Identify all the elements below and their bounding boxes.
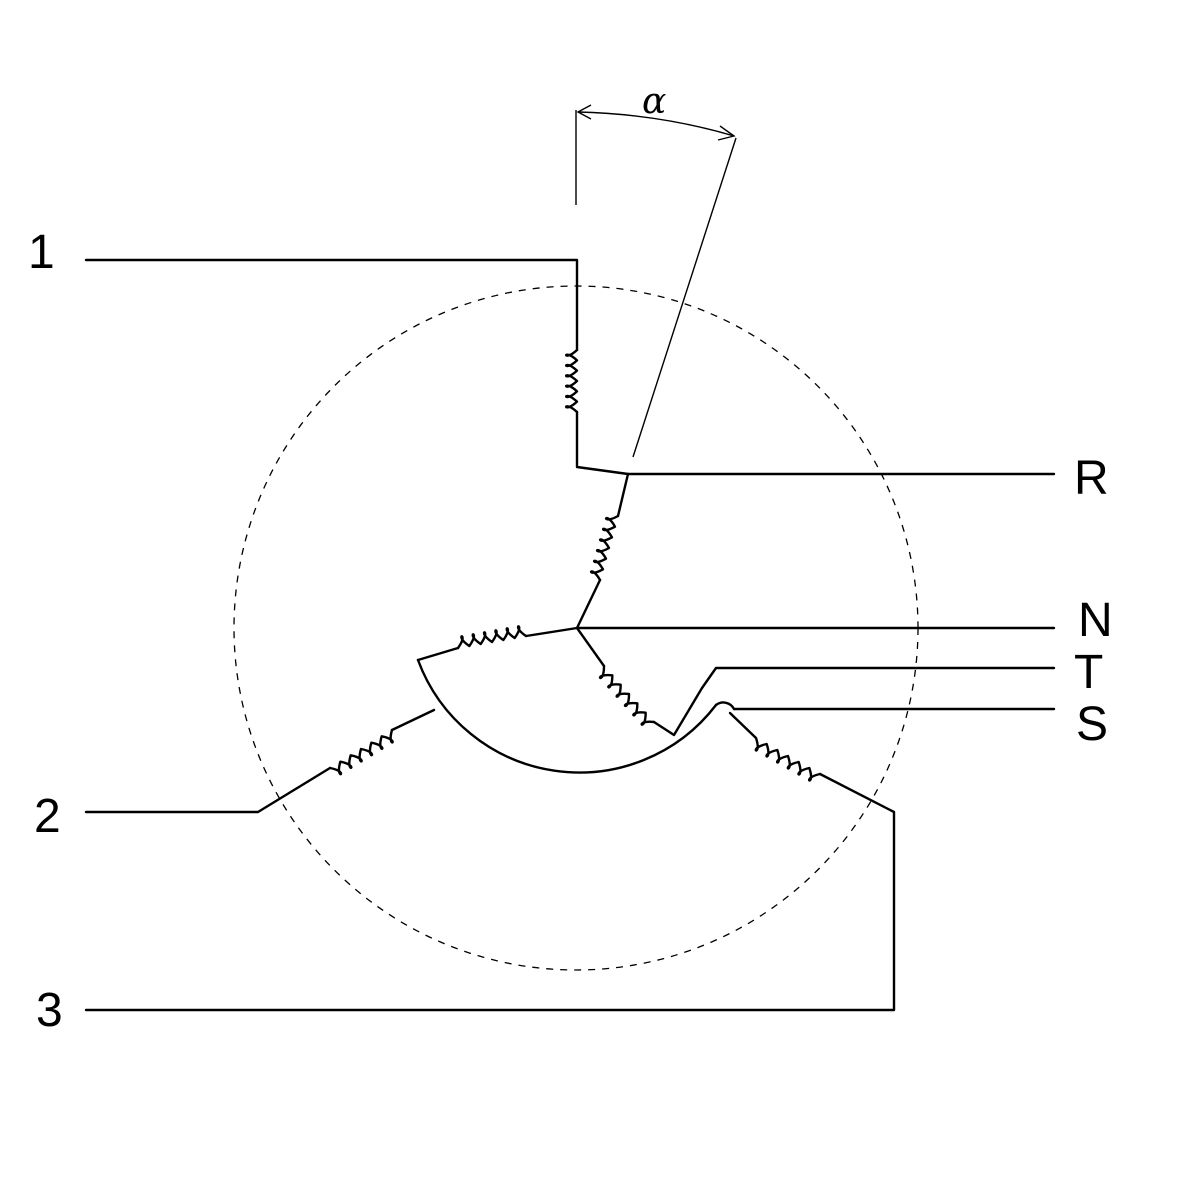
terminal-3-label: 3 — [36, 984, 63, 1037]
terminal-t-label: T — [1074, 646, 1103, 699]
phase-t-line — [652, 666, 1056, 737]
angle-arc — [577, 111, 735, 137]
coil-loops — [456, 625, 528, 650]
lead-1-to-r — [575, 410, 630, 476]
crossover-bump — [714, 701, 736, 711]
coil-1 — [565, 348, 579, 414]
terminal-2-label: 2 — [34, 790, 61, 843]
angle-label: α — [642, 81, 666, 122]
coil-loops — [565, 348, 579, 414]
lead-1 — [84, 258, 579, 352]
winding-t — [575, 626, 1056, 737]
coil-loops — [328, 728, 394, 776]
coil-loops — [598, 664, 656, 726]
lead-2-to-arc — [390, 708, 436, 732]
coil-t — [598, 664, 656, 726]
lead-center-left — [524, 626, 579, 638]
winding-r — [575, 472, 630, 630]
coil-loops — [589, 514, 620, 582]
terminal-s-label: S — [1076, 698, 1108, 751]
coil-loops — [754, 736, 822, 782]
coil-center-left — [456, 625, 528, 650]
coil-3 — [754, 736, 822, 782]
coil-r — [589, 514, 620, 582]
winding-s-left — [416, 625, 579, 662]
lead-2 — [84, 766, 332, 814]
rotated-axis-line — [632, 137, 737, 458]
terminal-1-label: 1 — [28, 226, 55, 279]
terminal-r-label: R — [1074, 452, 1109, 505]
terminal-n-label: N — [1078, 594, 1113, 647]
winding-1 — [84, 258, 630, 476]
arrowhead-left — [576, 104, 592, 120]
lead-center-right — [575, 626, 606, 668]
arrowhead-right — [717, 125, 736, 141]
winding-arc — [416, 658, 718, 774]
angle-marker: α — [575, 81, 737, 458]
coil-2 — [328, 728, 394, 776]
lead-s-coil — [728, 711, 758, 740]
lead-r-bottom — [575, 578, 602, 630]
winding-2 — [84, 708, 436, 814]
lead-left-end — [416, 646, 460, 662]
lead-r-top — [616, 472, 630, 518]
lead-3 — [84, 772, 896, 1012]
winding-3 — [84, 711, 896, 1012]
